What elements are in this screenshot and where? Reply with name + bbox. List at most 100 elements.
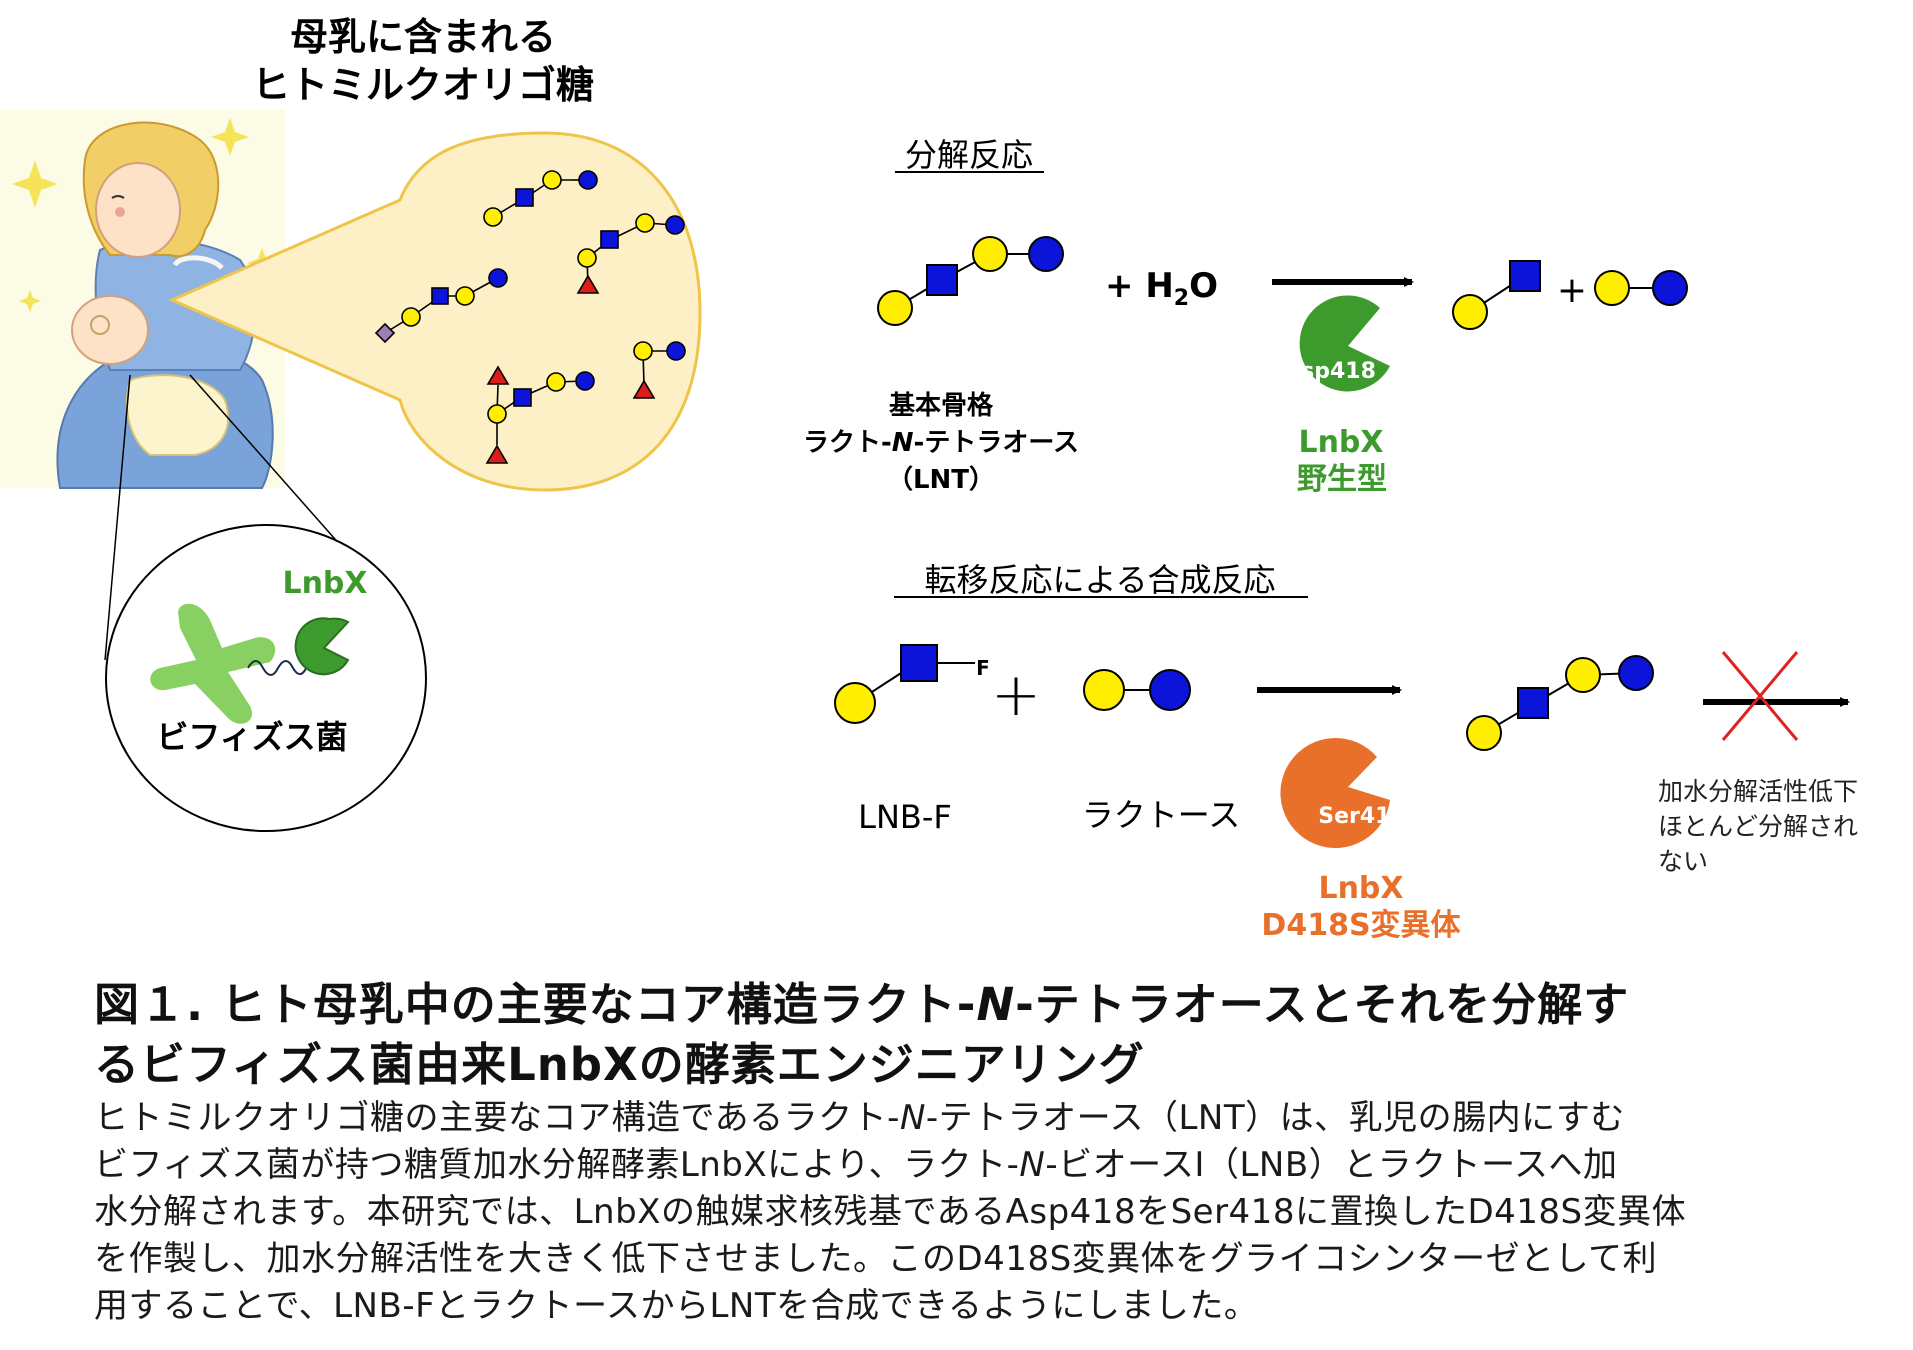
glucose-icon [488, 268, 508, 288]
galactose-icon [1565, 657, 1601, 693]
glucose-icon [1028, 236, 1064, 272]
galactose-icon [546, 372, 566, 392]
blocked-cross-icon [1721, 651, 1799, 741]
glucose-icon [1618, 655, 1654, 691]
galactose-icon [635, 213, 655, 233]
blocked-note-line1: 加水分解活性低下 [1658, 777, 1858, 806]
caption-body-line2-italic: N [1019, 1145, 1046, 1185]
fucose-icon [485, 444, 509, 464]
bubble-shape [168, 131, 702, 492]
lnt-label-line3: （LNT） [887, 465, 995, 495]
mutant-residue: Ser418 [1318, 804, 1406, 829]
lactose-acceptor [1083, 669, 1191, 711]
enzyme-reaction-diagram: 母乳に含まれる ヒトミルクオリゴ糖 [0, 15, 1858, 943]
blocked-note-line3: ない [1658, 847, 1708, 876]
sialic-acid-icon [374, 322, 396, 344]
fluorine-label: F [976, 656, 990, 680]
fucose-icon [486, 365, 510, 385]
caption-title-line1-post: -テトラオースとそれを分解す [1015, 978, 1630, 1031]
caption-body-line2-pre: ビフィズス菌が持つ糖質加水分解酵素LnbXにより、ラクト- [94, 1145, 1020, 1185]
baby-head [71, 295, 149, 365]
caption-body-line1-italic: N [899, 1098, 926, 1138]
galactose-icon [834, 682, 876, 724]
product-plus: + [1557, 270, 1587, 311]
galactose-icon [1452, 294, 1488, 330]
breast-milk-title-line2: ヒトミルクオリゴ糖 [252, 63, 594, 107]
wild-type-residue: Asp418 [1284, 359, 1376, 384]
mother-baby-illustration [0, 110, 285, 489]
bacteria-label: ビフィズス菌 [156, 718, 347, 756]
glucose-icon [665, 215, 685, 235]
caption-title-line2: るビフィズス菌由来LnbXの酵素エンジニアリング [94, 1038, 1145, 1091]
galactose-icon [487, 404, 507, 424]
caption-title-line1-italic: N [976, 978, 1016, 1031]
caption-body-line1-post: -テトラオース（LNT）は、乳児の腸内にすむ [925, 1098, 1625, 1138]
linker-wavy-line [247, 660, 309, 676]
glcnac-icon [900, 644, 938, 682]
galactose-icon [542, 170, 562, 190]
hydrolysis-heading: 分解反応 [905, 136, 1033, 174]
fucose-icon [632, 379, 656, 399]
glcnac-icon [1517, 687, 1549, 719]
blocked-note-line2: ほとんど分解され [1658, 812, 1858, 841]
breast-milk-title-line1: 母乳に含まれる [290, 15, 556, 59]
lnb-product [1452, 260, 1541, 330]
mutant-enzyme-icon [1280, 738, 1390, 849]
caption-body-line1-pre: ヒトミルクオリゴ糖の主要なコア構造であるラクト- [94, 1098, 900, 1138]
lnt-label-line1: 基本骨格 [889, 390, 994, 421]
wild-type-enzyme-name: LnbX [1298, 425, 1383, 460]
galactose-icon [1083, 669, 1125, 711]
mutant-variant: D418S変異体 [1261, 908, 1461, 943]
glycan-4 [632, 341, 686, 399]
lnbx-enzyme-small-icon [294, 617, 350, 676]
fucose-icon [576, 274, 600, 294]
glcnac-icon [515, 188, 534, 207]
glucose-icon [575, 371, 595, 391]
glycan-2 [576, 213, 685, 294]
galactose-icon [972, 236, 1008, 272]
glucose-icon [1149, 669, 1191, 711]
caption-title-line1-pre: 図１. ヒト母乳中の主要なコア構造ラクト- [94, 978, 977, 1031]
wild-type-enzyme-icon [1299, 295, 1390, 392]
glycan-1 [483, 170, 598, 227]
synthesis-plus: + [991, 660, 1041, 730]
sparkle-icon [19, 290, 41, 312]
wild-type-variant: 野生型 [1297, 462, 1387, 497]
mutant-enzyme-name: LnbX [1318, 871, 1403, 906]
donor-label: LNB-F [858, 798, 952, 836]
hmo-bubble [168, 131, 702, 492]
galactose-icon [1594, 270, 1630, 306]
lactose-product [1594, 270, 1688, 306]
caption-body-line4: を作製し、加水分解活性を大きく低下させました。このD418S変異体をグライコシン… [94, 1239, 1658, 1279]
bifidobacteria-icon [150, 603, 276, 724]
glcnac-icon [431, 287, 449, 305]
sparkle-icon [12, 160, 58, 208]
bacteria-enzyme-label: LnbX [282, 566, 367, 601]
water-reagent: + H2O [1105, 266, 1218, 311]
caption-title: 図１. ヒト母乳中の主要なコア構造ラクト-N-テトラオースとそれを分解す るビフ… [94, 975, 1894, 1095]
galactose-icon [877, 290, 913, 326]
galactose-icon [401, 307, 421, 327]
lnb-f-donor [834, 644, 975, 724]
lnt-label-line2: ラクト-N-テトラオース [803, 428, 1079, 458]
galactose-icon [577, 248, 597, 268]
glcnac-icon [513, 388, 532, 407]
caption-body-line3: 水分解されます。本研究では、LnbXの触媒求核残基であるAsp418をSer41… [94, 1192, 1687, 1232]
caption-body-line2-post: -ビオースI（LNB）とラクトースへ加 [1045, 1145, 1618, 1185]
glcnac-icon [1509, 260, 1541, 292]
glcnac-icon [600, 230, 619, 249]
mother-face [95, 162, 181, 258]
caption-body-line5: 用することで、LNB-FとラクトースからLNTを合成できるようにしました。 [94, 1286, 1259, 1326]
lnt-product [1466, 655, 1654, 751]
galactose-icon [633, 341, 653, 361]
glcnac-icon [926, 264, 958, 296]
glucose-icon [1652, 270, 1688, 306]
glucose-icon [666, 341, 686, 361]
bacteria-zoom-circle [105, 524, 427, 832]
galactose-icon [1466, 715, 1502, 751]
glucose-icon [578, 170, 598, 190]
galactose-icon [483, 207, 503, 227]
glycan-3 [374, 268, 508, 344]
hmo-glycans [374, 170, 686, 464]
acceptor-label: ラクトース [1082, 796, 1240, 834]
